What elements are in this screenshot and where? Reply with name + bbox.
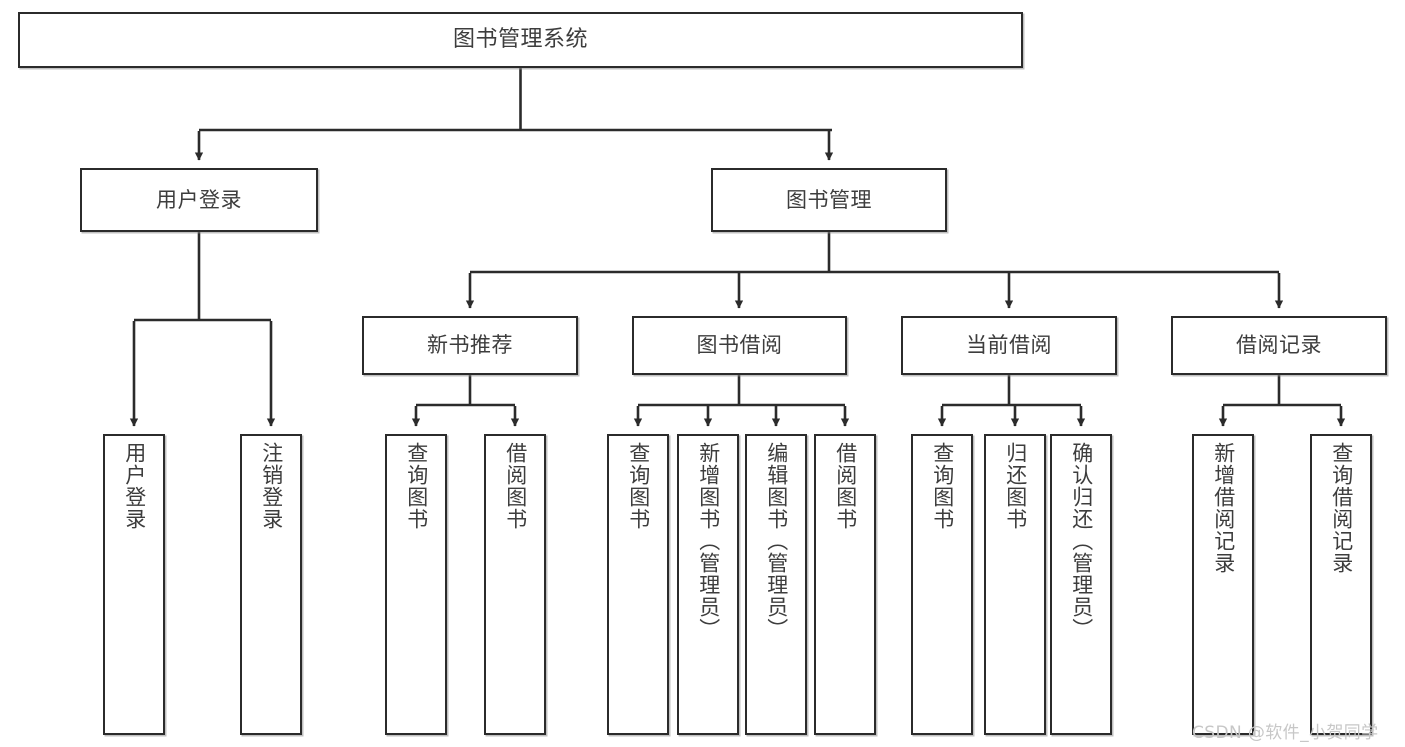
node-root-system[interactable]: 图书管理系统 xyxy=(18,12,1023,68)
edges-level2-bookmgmt-to-level3 xyxy=(465,232,1284,309)
leaf-edit-book-admin[interactable]: 编辑图书（管理员） xyxy=(745,434,807,735)
leaf-return-book-label: 归还图书 xyxy=(1003,442,1028,530)
node-book-management[interactable]: 图书管理 xyxy=(711,168,947,232)
leaf-user-login[interactable]: 用户登录 xyxy=(103,434,165,735)
leaf-query-book-newbook[interactable]: 查询图书 xyxy=(385,434,447,735)
leaf-query-borrow-record-label: 查询借阅记录 xyxy=(1329,442,1354,574)
node-root-label: 图书管理系统 xyxy=(452,27,588,53)
leaf-add-book-admin-label: 新增图书（管理员） xyxy=(696,442,721,640)
node-user-login-label: 用户登录 xyxy=(156,187,242,212)
edges-current-to-leaves xyxy=(937,375,1086,427)
leaf-add-borrow-record-label: 新增借阅记录 xyxy=(1211,442,1236,574)
node-book-borrow[interactable]: 图书借阅 xyxy=(632,316,847,375)
leaf-logout-login[interactable]: 注销登录 xyxy=(240,434,302,735)
leaf-query-borrow-record[interactable]: 查询借阅记录 xyxy=(1310,434,1372,735)
leaf-return-book[interactable]: 归还图书 xyxy=(984,434,1046,735)
leaf-user-login-label: 用户登录 xyxy=(122,442,147,530)
leaf-query-book-current-label: 查询图书 xyxy=(930,442,955,530)
node-borrow-records[interactable]: 借阅记录 xyxy=(1171,316,1387,375)
leaf-query-book-newbook-label: 查询图书 xyxy=(404,442,429,530)
leaf-borrow-book-label: 借阅图书 xyxy=(833,442,858,530)
leaf-borrow-book-newbook[interactable]: 借阅图书 xyxy=(484,434,546,735)
edges-records-to-leaves xyxy=(1218,375,1346,427)
leaf-borrow-book-newbook-label: 借阅图书 xyxy=(503,442,528,530)
node-new-book-recommend[interactable]: 新书推荐 xyxy=(362,316,578,375)
leaf-edit-book-admin-label: 编辑图书（管理员） xyxy=(764,442,789,640)
leaf-confirm-return-admin[interactable]: 确认归还（管理员） xyxy=(1050,434,1112,735)
leaf-logout-login-label: 注销登录 xyxy=(259,442,284,530)
leaf-add-book-admin[interactable]: 新增图书（管理员） xyxy=(677,434,739,735)
leaf-confirm-return-admin-label: 确认归还（管理员） xyxy=(1069,442,1094,640)
node-current-borrow-label: 当前借阅 xyxy=(966,333,1052,358)
leaf-query-book-borrow-label: 查询图书 xyxy=(626,442,651,530)
node-book-borrow-label: 图书借阅 xyxy=(696,333,783,358)
leaf-query-book-borrow[interactable]: 查询图书 xyxy=(607,434,669,735)
leaf-query-book-current[interactable]: 查询图书 xyxy=(911,434,973,735)
leaf-add-borrow-record[interactable]: 新增借阅记录 xyxy=(1192,434,1254,735)
node-user-login[interactable]: 用户登录 xyxy=(80,168,318,232)
node-book-management-label: 图书管理 xyxy=(786,187,872,212)
csdn-watermark: CSDN @软件_小贺同学 xyxy=(1192,723,1379,743)
node-borrow-records-label: 借阅记录 xyxy=(1236,333,1322,358)
leaf-borrow-book[interactable]: 借阅图书 xyxy=(814,434,876,735)
edges-level2-userlogin-to-leaves xyxy=(129,232,276,427)
edges-newbook-to-leaves xyxy=(411,375,520,427)
node-current-borrow[interactable]: 当前借阅 xyxy=(901,316,1117,375)
edges-borrow-to-leaves xyxy=(633,375,850,427)
node-new-book-recommend-label: 新书推荐 xyxy=(427,333,513,358)
edges-root-to-level2 xyxy=(194,68,834,161)
